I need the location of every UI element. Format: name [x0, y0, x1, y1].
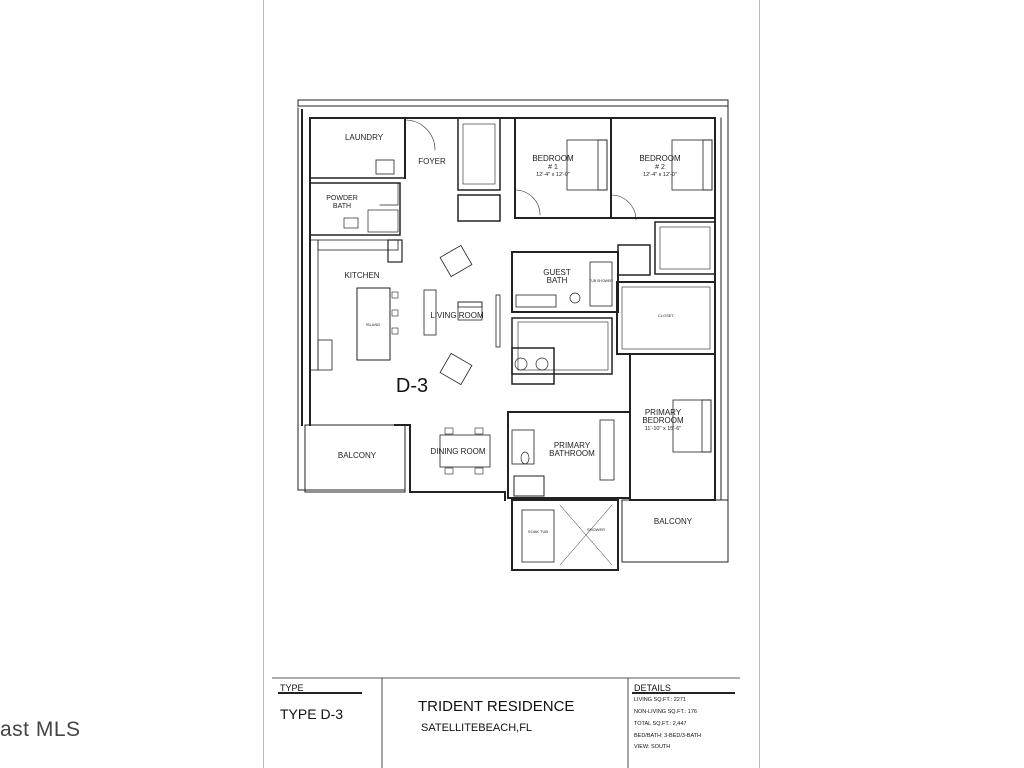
- utility-closet: [511, 347, 555, 385]
- type-value: TYPE D-3: [280, 706, 344, 722]
- svg-text:BEDROOM: BEDROOM: [642, 416, 684, 425]
- detail-living-sqft: LIVING SQ.FT.: 2271: [634, 697, 686, 703]
- unit-label: D-3: [396, 375, 428, 397]
- island-label: ISLAND: [366, 322, 381, 327]
- detail-non-living-sqft: NON-LIVING SQ.FT.: 176: [634, 709, 697, 715]
- closet: [457, 117, 501, 191]
- detail-view: VIEW: SOUTH: [634, 744, 671, 750]
- bedroom-1: [514, 117, 612, 219]
- svg-text:CLOSET: CLOSET: [658, 313, 675, 318]
- detail-total-sqft: TOTAL SQ.FT.: 2,447: [634, 721, 687, 727]
- bedroom-2-label: BEDROOM: [639, 154, 681, 163]
- tub-shower-room: [511, 499, 619, 571]
- laundry-label: LAUNDRY: [345, 133, 384, 142]
- powder-bath: [309, 182, 401, 236]
- svg-text:11'-10" x 15'-6": 11'-10" x 15'-6": [645, 426, 682, 432]
- svg-text:# 1: # 1: [548, 164, 558, 171]
- laundry-room: [309, 117, 406, 179]
- primary-bathroom-label: PRIMARY: [554, 441, 591, 450]
- project-location: SATELLITEBEACH,FL: [421, 722, 533, 734]
- bedroom-1-label: BEDROOM: [532, 154, 574, 163]
- bedroom-2: [610, 117, 716, 219]
- svg-text:SHOWER: SHOWER: [587, 527, 605, 532]
- closet: [616, 281, 716, 355]
- living-room-label: LIVING ROOM: [430, 311, 484, 320]
- closet: [654, 221, 716, 275]
- svg-text:12'-4" x 12'-0": 12'-4" x 12'-0": [536, 172, 570, 178]
- foyer-label: FOYER: [418, 157, 446, 166]
- kitchen-island: [356, 287, 391, 361]
- kitchen-label: KITCHEN: [344, 271, 379, 280]
- balcony-right: [621, 499, 729, 563]
- svg-text:12'-4" x 12'-0": 12'-4" x 12'-0": [643, 172, 677, 178]
- svg-text:BATHROOM: BATHROOM: [549, 449, 595, 458]
- kitchen-counter: [309, 239, 319, 371]
- detail-bed-bath: BED/BATH: 3-BED/3-BATH: [634, 733, 702, 739]
- outer-wall-top: [297, 99, 729, 107]
- drawing-sheet: [263, 0, 760, 768]
- project-name: TRIDENT RESIDENCE: [418, 698, 575, 715]
- balcony-right-label: BALCONY: [654, 517, 693, 526]
- type-label: TYPE: [280, 683, 304, 693]
- svg-text:SOAK TUB: SOAK TUB: [528, 529, 548, 534]
- mls-watermark: ast MLS: [0, 718, 81, 741]
- powder-bath-label: POWDER: [326, 195, 358, 202]
- svg-text:TUB SHOWER: TUB SHOWER: [589, 279, 613, 283]
- details-label: DETAILS: [634, 683, 671, 693]
- dining-room-label: DINING ROOM: [430, 447, 485, 456]
- sofa: [423, 289, 437, 336]
- balcony-left: [304, 424, 406, 493]
- dining-table: [439, 434, 491, 468]
- guest-bath-label: GUEST: [543, 268, 571, 277]
- svg-text:BATH: BATH: [547, 276, 568, 285]
- svg-text:BATH: BATH: [333, 203, 351, 210]
- balcony-left-label: BALCONY: [338, 451, 377, 460]
- primary-bathroom: [507, 411, 631, 499]
- primary-bedroom-label: PRIMARY: [645, 408, 682, 417]
- svg-text:# 2: # 2: [655, 164, 665, 171]
